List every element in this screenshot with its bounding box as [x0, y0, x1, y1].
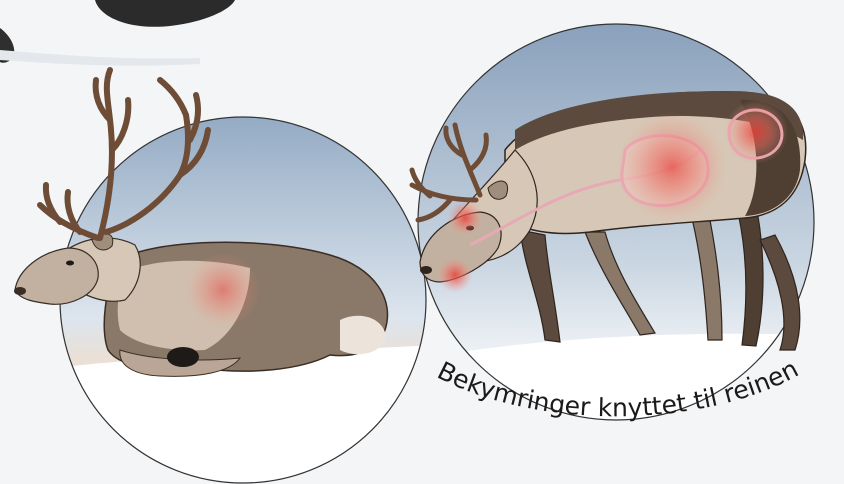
inflammation-eye	[447, 200, 483, 236]
inflammation-mouth	[437, 257, 473, 293]
background-rocks	[0, 0, 235, 66]
inflammation-spot	[185, 252, 261, 328]
inflammation-stomach	[617, 112, 727, 222]
lying-reindeer-panel	[14, 70, 440, 484]
inflammation-intestine	[724, 100, 788, 164]
